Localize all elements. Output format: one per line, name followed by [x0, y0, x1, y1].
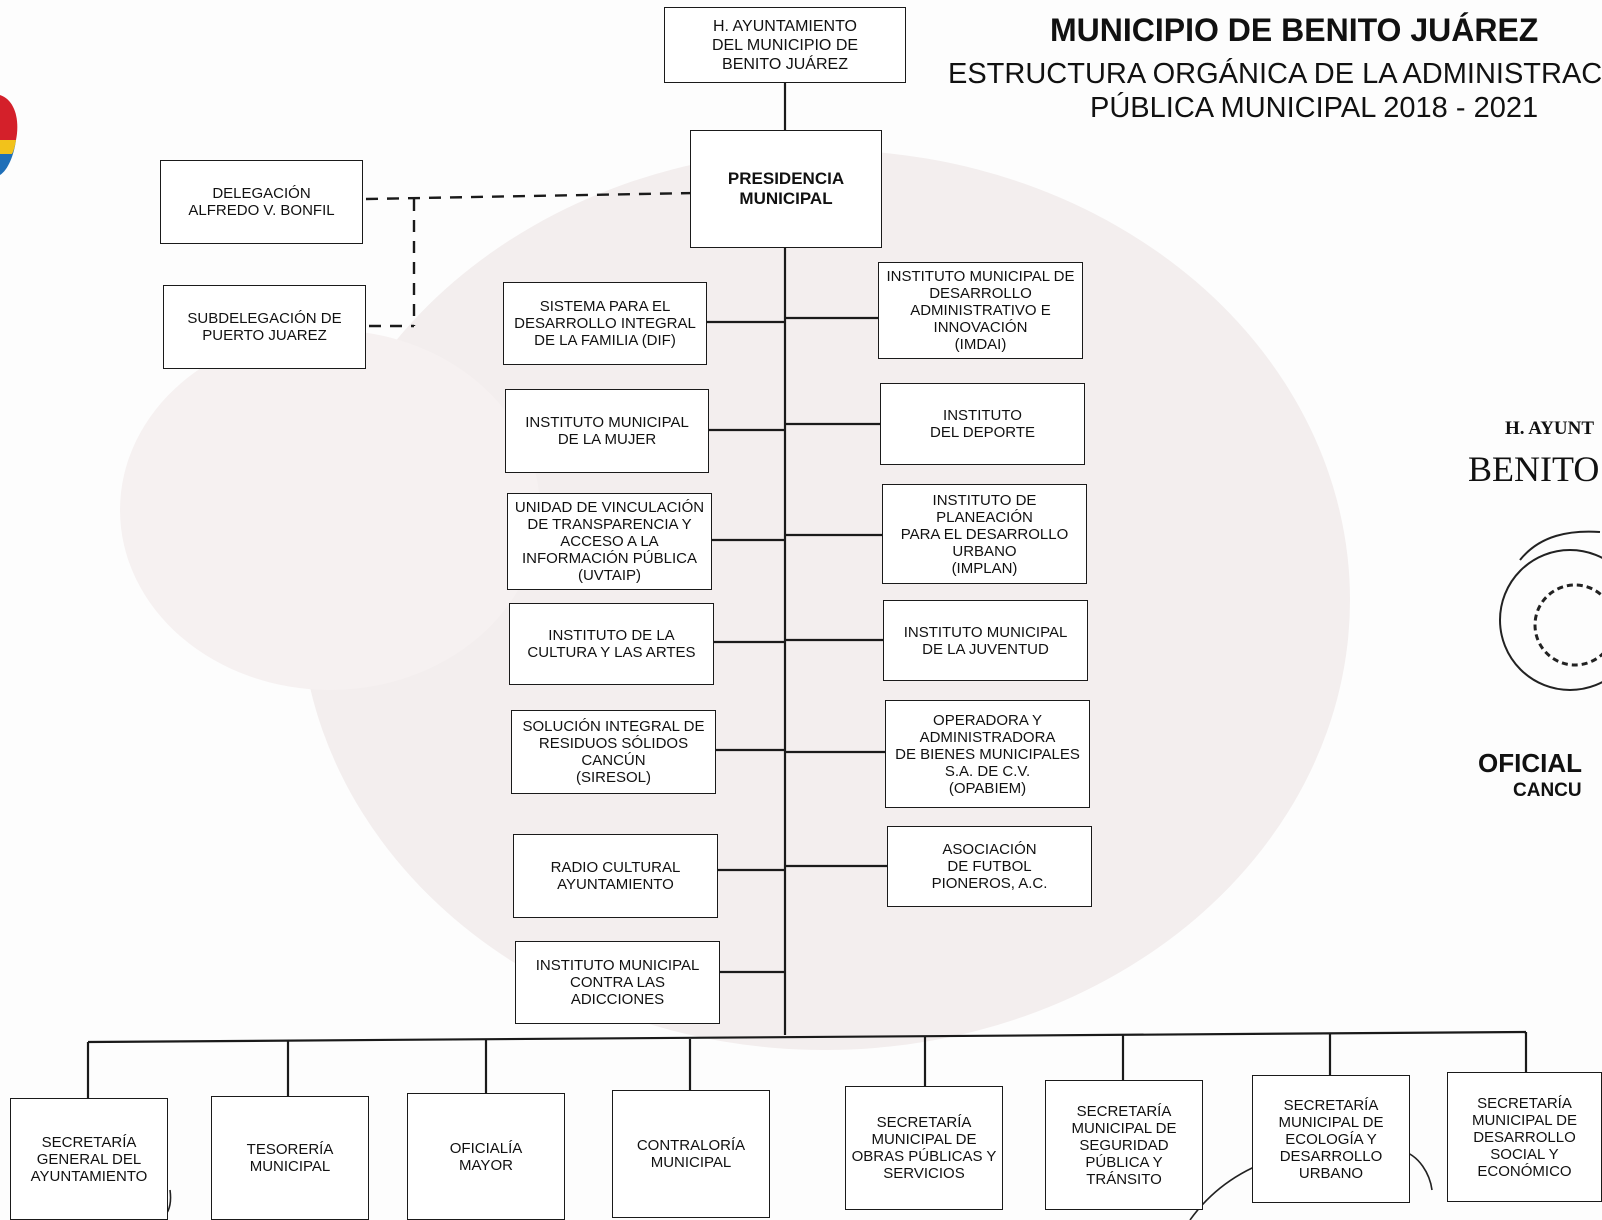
unit-label: INSTITUTO MUNICIPAL CONTRA LAS ADICCIONE… — [535, 957, 700, 1008]
unit-label: SISTEMA PARA EL DESARROLLO INTEGRAL DE L… — [514, 298, 696, 349]
background-watermark-shape — [120, 330, 540, 690]
secretaria-box: CONTRALORÍA MUNICIPAL — [612, 1090, 770, 1218]
unit-box-adicciones: INSTITUTO MUNICIPAL CONTRA LAS ADICCIONE… — [515, 941, 720, 1024]
seal-text-line1: H. AYUNT — [1505, 418, 1595, 439]
unit-box-radio: RADIO CULTURAL AYUNTAMIENTO — [513, 834, 718, 918]
delegacion-label: DELEGACIÓN ALFREDO V. BONFIL — [188, 185, 335, 219]
unit-box-siresol: SOLUCIÓN INTEGRAL DE RESIDUOS SÓLIDOS CA… — [511, 710, 716, 794]
secretaria-label: SECRETARÍA MUNICIPAL DE SEGURIDAD PÚBLIC… — [1071, 1102, 1177, 1188]
secretaria-box: OFICIALÍA MAYOR — [407, 1093, 565, 1220]
unit-box-opabiem: OPERADORA Y ADMINISTRADORA DE BIENES MUN… — [885, 700, 1090, 808]
chart-subtitle-line2: PÚBLICA MUNICIPAL 2018 - 2021 — [1090, 92, 1539, 124]
secretaria-box: SECRETARÍA MUNICIPAL DE DESARROLLO SOCIA… — [1447, 1072, 1602, 1202]
secretaria-box: SECRETARÍA MUNICIPAL DE ECOLOGÍA Y DESAR… — [1252, 1075, 1410, 1203]
chart-title: MUNICIPIO DE BENITO JUÁREZ — [1050, 12, 1539, 48]
unit-label: RADIO CULTURAL AYUNTAMIENTO — [550, 859, 681, 893]
unit-box-imdai: INSTITUTO MUNICIPAL DE DESARROLLO ADMINI… — [878, 262, 1083, 359]
unit-label: ASOCIACIÓN DE FUTBOL PIONEROS, A.C. — [931, 841, 1048, 892]
secretaria-label: SECRETARÍA MUNICIPAL DE DESARROLLO SOCIA… — [1471, 1094, 1577, 1180]
seal-text-line4: CANCU — [1513, 780, 1582, 801]
chart-subtitle-line1: ESTRUCTURA ORGÁNICA DE LA ADMINISTRACIÓN — [948, 58, 1602, 90]
ayuntamiento-label: H. AYUNTAMIENTO DEL MUNICIPIO DE BENITO … — [711, 17, 859, 73]
unit-label: INSTITUTO MUNICIPAL DE LA MUJER — [525, 414, 689, 448]
unit-label: SOLUCIÓN INTEGRAL DE RESIDUOS SÓLIDOS CA… — [522, 718, 705, 786]
presidencia-label: PRESIDENCIA MUNICIPAL — [727, 169, 845, 208]
unit-box-deporte: INSTITUTO DEL DEPORTE — [880, 383, 1085, 465]
unit-box-futbol: ASOCIACIÓN DE FUTBOL PIONEROS, A.C. — [887, 826, 1092, 907]
seal-text-line3: OFICIAL — [1478, 748, 1582, 778]
secretaria-label: TESORERÍA MUNICIPAL — [246, 1141, 334, 1175]
secretaria-box: TESORERÍA MUNICIPAL — [211, 1096, 369, 1220]
unit-box-mujer: INSTITUTO MUNICIPAL DE LA MUJER — [505, 389, 709, 473]
subdelegacion-box: SUBDELEGACIÓN DE PUERTO JUAREZ — [163, 285, 366, 369]
unit-box-juventud: INSTITUTO MUNICIPAL DE LA JUVENTUD — [883, 600, 1088, 681]
unit-label: OPERADORA Y ADMINISTRADORA DE BIENES MUN… — [895, 711, 1080, 797]
secretaria-box: SECRETARÍA GENERAL DEL AYUNTAMIENTO — [10, 1098, 168, 1220]
subdelegacion-label: SUBDELEGACIÓN DE PUERTO JUAREZ — [187, 310, 342, 344]
ayuntamiento-box: H. AYUNTAMIENTO DEL MUNICIPIO DE BENITO … — [664, 7, 906, 83]
connector-line — [87, 1030, 1527, 1044]
dashed-connector-line — [365, 191, 695, 201]
unit-label: INSTITUTO MUNICIPAL DE LA JUVENTUD — [903, 623, 1068, 658]
unit-label: INSTITUTO DEL DEPORTE — [929, 407, 1036, 441]
presidencia-box: PRESIDENCIA MUNICIPAL — [690, 130, 882, 248]
unit-box-dif: SISTEMA PARA EL DESARROLLO INTEGRAL DE L… — [503, 282, 707, 365]
official-seal-emblem — [1499, 530, 1602, 691]
unit-label: INSTITUTO DE PLANEACIÓN PARA EL DESARROL… — [900, 491, 1069, 577]
municipal-logo — [0, 95, 18, 175]
secretaria-label: SECRETARÍA MUNICIPAL DE ECOLOGÍA Y DESAR… — [1278, 1096, 1384, 1182]
secretaria-label: SECRETARÍA MUNICIPAL DE OBRAS PÚBLICAS Y… — [851, 1114, 997, 1182]
unit-box-cultura: INSTITUTO DE LA CULTURA Y LAS ARTES — [509, 603, 714, 685]
unit-box-uvtaip: UNIDAD DE VINCULACIÓN DE TRANSPARENCIA Y… — [507, 493, 712, 590]
secretaria-label: CONTRALORÍA MUNICIPAL — [636, 1137, 746, 1171]
seal-text-line2: BENITO — [1468, 449, 1600, 489]
secretaria-label: OFICIALÍA MAYOR — [449, 1139, 523, 1174]
unit-label: INSTITUTO DE LA CULTURA Y LAS ARTES — [527, 627, 696, 661]
secretaria-box: SECRETARÍA MUNICIPAL DE SEGURIDAD PÚBLIC… — [1045, 1080, 1203, 1210]
secretaria-label: SECRETARÍA GENERAL DEL AYUNTAMIENTO — [30, 1133, 148, 1185]
unit-label: UNIDAD DE VINCULACIÓN DE TRANSPARENCIA Y… — [514, 499, 705, 584]
delegacion-box: DELEGACIÓN ALFREDO V. BONFIL — [160, 160, 363, 244]
unit-box-implan: INSTITUTO DE PLANEACIÓN PARA EL DESARROL… — [882, 484, 1087, 584]
secretaria-box: SECRETARÍA MUNICIPAL DE OBRAS PÚBLICAS Y… — [845, 1086, 1003, 1210]
unit-label: INSTITUTO MUNICIPAL DE DESARROLLO ADMINI… — [886, 268, 1075, 353]
